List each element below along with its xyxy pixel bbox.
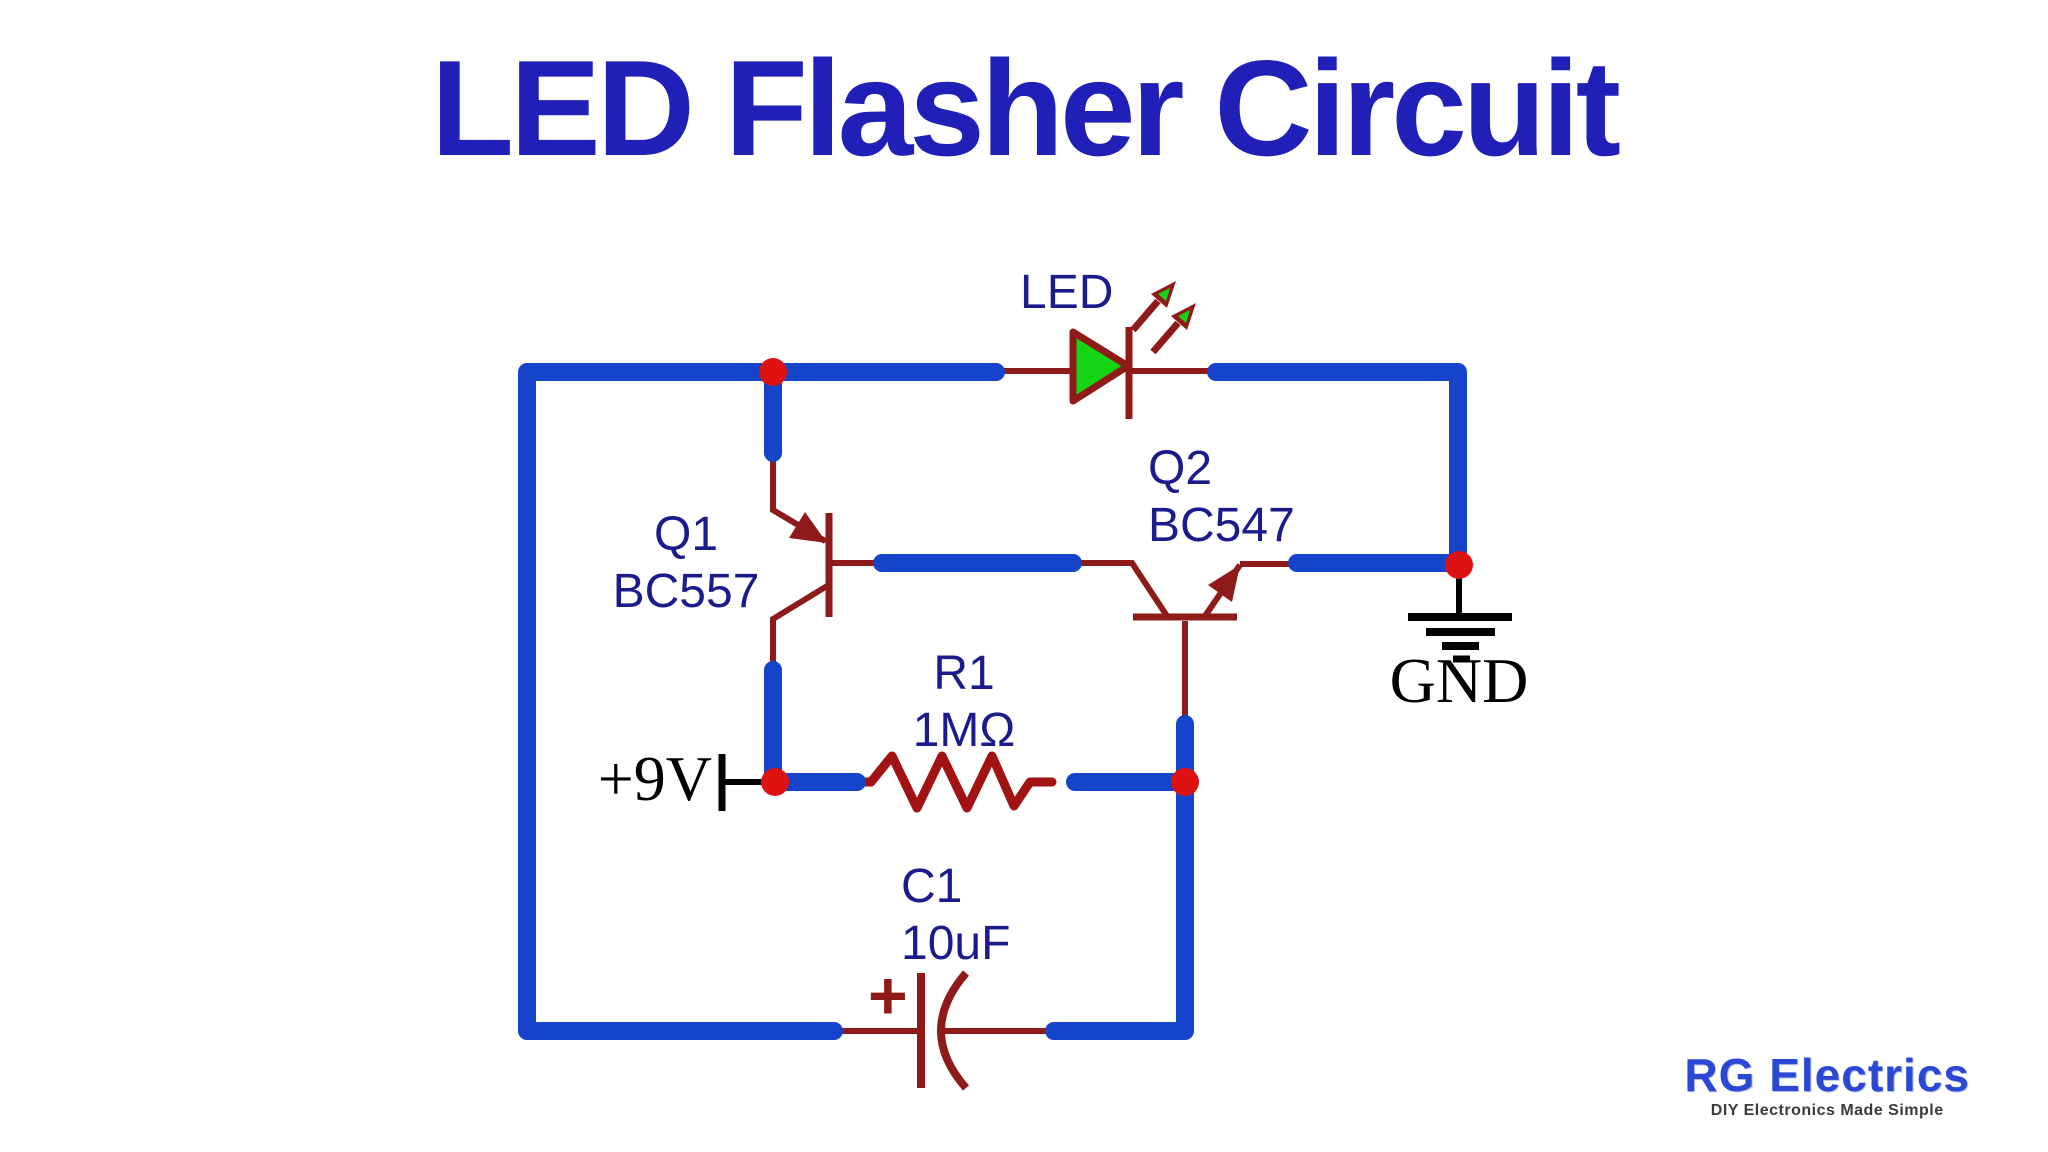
c1-value: 10uF — [901, 917, 1011, 970]
q2-collector-lead — [1073, 560, 1170, 618]
capacitor-symbol — [917, 970, 970, 1091]
led-arrow-head-1-inner — [1158, 288, 1170, 301]
c1-label: C1 10uF — [901, 858, 1010, 972]
junction-power — [761, 768, 789, 796]
q1-part: BC557 — [612, 565, 760, 618]
brand-logo: RG Electrics DIY Electronics Made Simple — [1684, 1050, 1970, 1120]
led-triangle — [1069, 328, 1132, 405]
wire-top-right-rail — [1207, 363, 1467, 566]
q2-refdes: Q2 — [1148, 442, 1213, 495]
q1-refdes: Q1 — [653, 508, 719, 561]
led-arrow-shaft-2 — [1150, 320, 1181, 355]
led-symbol — [1069, 281, 1196, 405]
q1-label: Q1 BC557 — [613, 506, 760, 620]
r1-refdes: R1 — [933, 647, 995, 700]
c1-polarity-mark: + — [868, 958, 908, 1034]
q1-collector-lead — [770, 583, 829, 670]
q1-emitter-arrow — [789, 512, 827, 543]
page-title: LED Flasher Circuit — [430, 32, 1621, 184]
junction-dots — [759, 358, 1473, 796]
resistor-zigzag — [853, 751, 1057, 813]
q2-part: BC547 — [1148, 499, 1295, 552]
junction-top-rail — [759, 358, 787, 386]
brand-tagline: DIY Electronics Made Simple — [1710, 1102, 1944, 1119]
capacitor-curved-plate — [937, 970, 970, 1091]
power-label: +9V — [597, 743, 712, 814]
led-arrow-head-2-inner — [1178, 310, 1190, 323]
junction-resistor-right — [1171, 768, 1199, 796]
q2-label: Q2 BC547 — [1148, 440, 1295, 554]
r1-label: R1 1MΩ — [913, 645, 1016, 759]
component-leads — [770, 368, 1297, 1034]
led-label: LED — [1020, 266, 1114, 319]
wire-q2-base-to-capacitor — [1045, 715, 1194, 1040]
component-bars — [825, 327, 1237, 621]
junction-ground — [1445, 551, 1473, 579]
ground-label: GND — [1389, 645, 1529, 716]
transistor-arrowheads — [789, 512, 1240, 602]
r1-value: 1MΩ — [912, 704, 1016, 757]
led-light-arrows — [1130, 281, 1196, 355]
c1-refdes: C1 — [901, 860, 963, 913]
led-arrow-shaft-1 — [1130, 298, 1161, 333]
q2-emitter-arrow — [1208, 565, 1240, 602]
brand-logo-text: RG Electrics — [1684, 1049, 1970, 1101]
